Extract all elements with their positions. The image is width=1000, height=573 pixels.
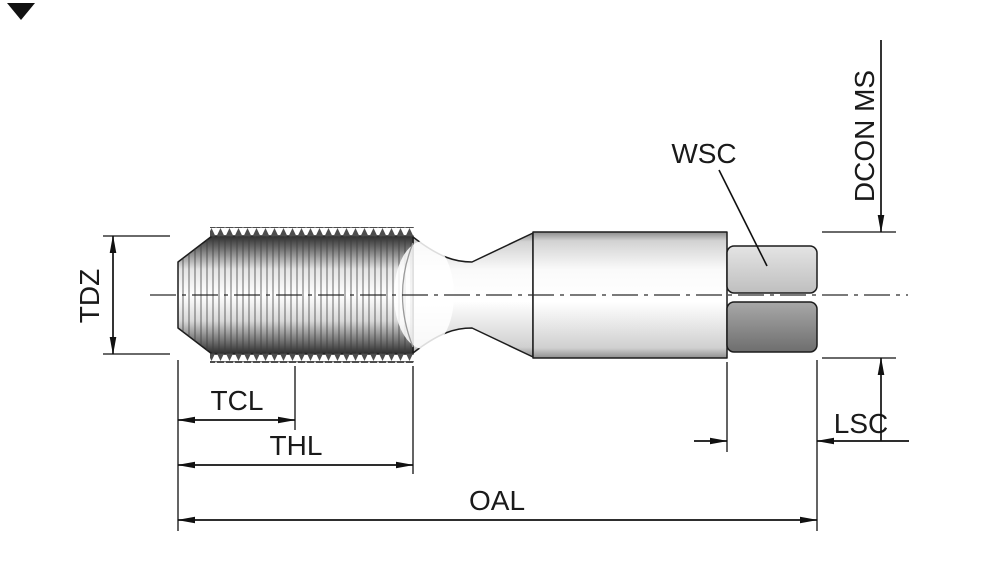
dimension-thl: THL <box>177 366 414 474</box>
dim-label-dcon-ms: DCON MS <box>849 70 880 202</box>
dim-label-oal: OAL <box>469 485 525 516</box>
thread-crests-top <box>210 227 414 237</box>
thread-crests-bottom <box>210 353 414 363</box>
square-drive-bottom-flat <box>726 301 818 353</box>
dim-label-wsc: WSC <box>671 138 736 169</box>
corner-mark <box>7 3 35 20</box>
dim-label-tcl: TCL <box>211 385 264 416</box>
callout-wsc: WSC <box>671 138 768 267</box>
dim-label-tdz: TDZ <box>74 269 105 323</box>
dimension-lsc: LSC <box>694 362 909 452</box>
dimension-oal: OAL <box>177 360 818 531</box>
dimension-tcl: TCL <box>177 366 296 430</box>
square-drive-top-flat <box>726 245 818 294</box>
dim-label-thl: THL <box>270 430 323 461</box>
tap-drawing <box>150 227 908 363</box>
wsc-leader-line <box>718 169 768 267</box>
dimension-tdz: TDZ <box>74 235 170 355</box>
dim-label-lsc: LSC <box>834 408 888 439</box>
dimension-dcon-ms: DCON MS <box>822 40 896 441</box>
